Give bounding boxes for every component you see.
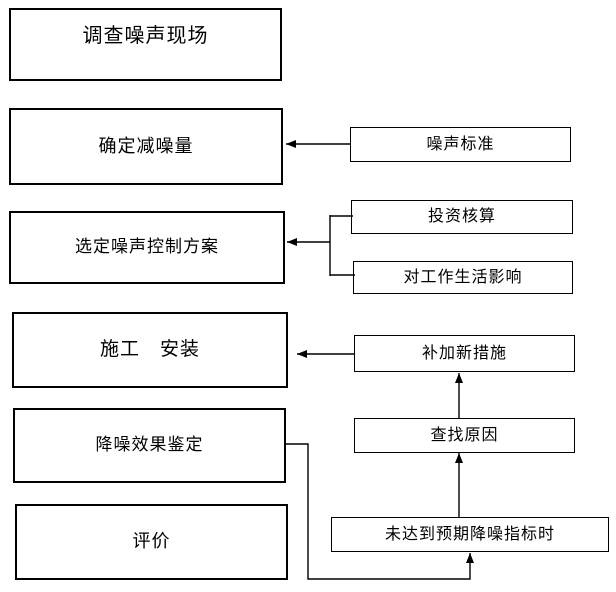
node-select-control-plan: 选定噪声控制方案 (9, 211, 285, 284)
node-investment-accounting: 投资核算 (351, 200, 573, 234)
node-construction-installation: 施工 安装 (12, 312, 288, 388)
node-select-label: 选定噪声控制方案 (75, 237, 219, 257)
node-notreached-label: 未达到预期降噪指标时 (384, 525, 555, 543)
node-standard-label: 噪声标准 (426, 135, 495, 153)
node-measures-label: 补加新措施 (421, 344, 507, 362)
node-target-not-reached: 未达到预期降噪指标时 (331, 517, 609, 552)
node-appraise-label: 降噪效果鉴定 (95, 435, 204, 455)
node-evaluation: 评价 (15, 504, 288, 580)
node-determine-noise-reduction: 确定减噪量 (9, 108, 283, 185)
node-survey-label: 调查噪声现场 (82, 25, 209, 47)
node-work-life-impact: 对工作生活影响 (353, 261, 573, 294)
node-cause-label: 查找原因 (430, 426, 499, 444)
node-survey-noise-site: 调查噪声现场 (9, 8, 282, 81)
node-find-cause: 查找原因 (354, 418, 575, 453)
node-impact-label: 对工作生活影响 (403, 268, 523, 286)
node-determine-label: 确定减噪量 (98, 135, 194, 156)
node-noise-standard: 噪声标准 (350, 127, 571, 162)
node-noise-reduction-appraisal: 降噪效果鉴定 (13, 408, 286, 483)
node-additional-measures: 补加新措施 (354, 335, 575, 372)
node-evaluate-label: 评价 (132, 531, 171, 552)
arrow-appraise-to-notreached (286, 443, 474, 580)
node-construct-label: 施工 安装 (99, 338, 200, 360)
node-investment-label: 投资核算 (427, 208, 496, 226)
